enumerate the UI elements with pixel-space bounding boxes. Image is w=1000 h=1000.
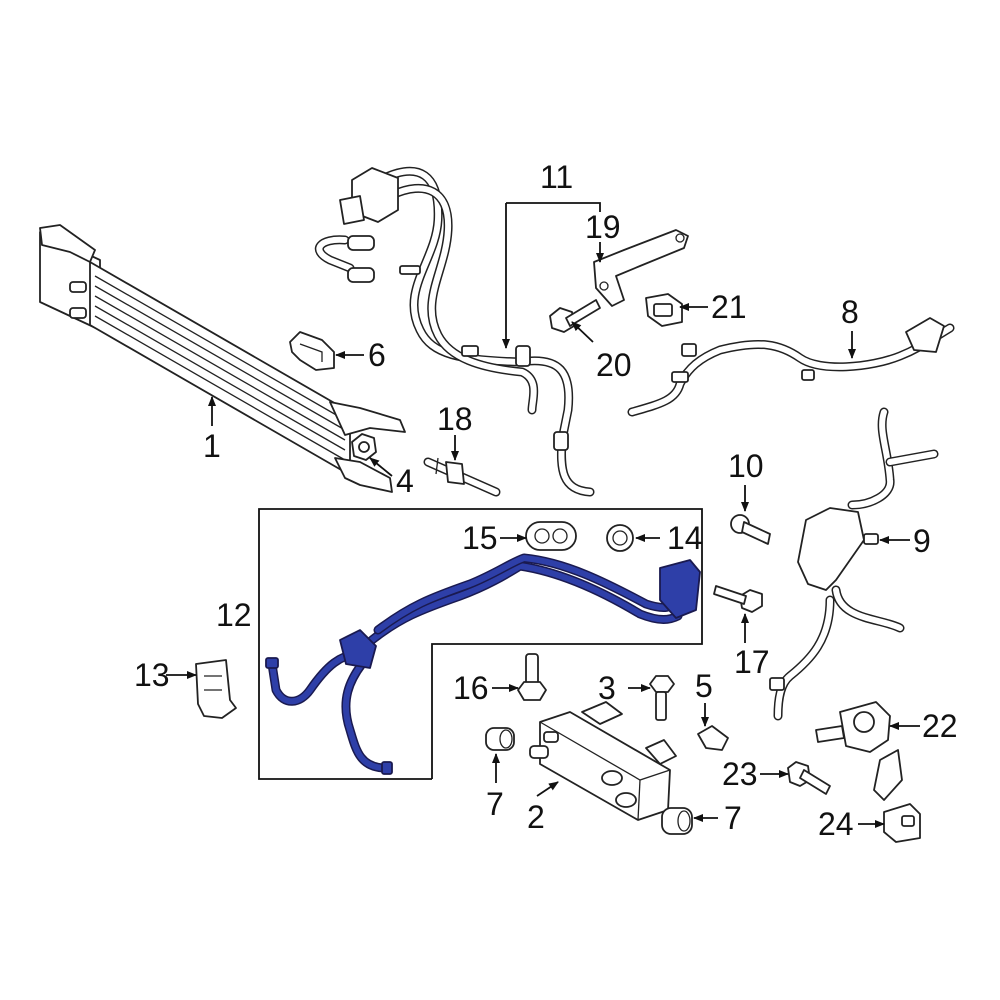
callout-17: 17: [734, 644, 770, 680]
callout-22: 22: [922, 708, 958, 744]
part-15-grommet[interactable]: [525, 521, 577, 551]
callout-10: 10: [728, 448, 764, 484]
part-6-clip[interactable]: [289, 331, 335, 371]
callout-18: 18: [437, 401, 473, 437]
callout-8: 8: [841, 294, 859, 330]
part-16-stud[interactable]: [517, 653, 547, 701]
callout-23: 23: [722, 756, 758, 792]
callout-6: 6: [368, 337, 386, 373]
leader-lines: [166, 202, 920, 828]
callout-19: 19: [585, 209, 621, 245]
callout-7a: 7: [486, 786, 504, 822]
callout-3: 3: [598, 670, 616, 706]
callout-5: 5: [695, 668, 713, 704]
part-19-bracket[interactable]: [593, 229, 689, 307]
part-24-clip[interactable]: [883, 803, 921, 843]
callout-13: 13: [134, 657, 170, 693]
part-3-bolt[interactable]: [649, 675, 675, 721]
callout-2: 2: [527, 799, 545, 835]
callout-21: 21: [711, 289, 747, 325]
callout-7b: 7: [724, 800, 742, 836]
callout-15: 15: [462, 520, 498, 556]
part-21-retainer[interactable]: [645, 293, 683, 327]
part-23-bolt[interactable]: [787, 761, 831, 795]
callout-9: 9: [913, 523, 931, 559]
callout-14: 14: [667, 520, 703, 556]
part-20-bolt[interactable]: [549, 299, 601, 333]
callout-4: 4: [396, 463, 414, 499]
part-13-bracket[interactable]: [195, 659, 237, 719]
callout-24: 24: [818, 806, 854, 842]
part-12-cooler-lines-highlight[interactable]: [258, 508, 703, 780]
part-5-clip[interactable]: [697, 725, 729, 751]
callout-labels: 1 2 3 4 5 6 7 7 8 9 10 11 12 13 14 15 16…: [134, 159, 958, 842]
part-10-bolt[interactable]: [730, 514, 771, 545]
part-14-o-ring[interactable]: [606, 524, 634, 552]
callout-16: 16: [453, 670, 489, 706]
part-8-hose[interactable]: [627, 317, 955, 417]
part-9-housing[interactable]: [769, 407, 939, 721]
callout-20: 20: [596, 347, 632, 383]
callout-11: 11: [540, 159, 573, 195]
part-22-thermostat[interactable]: [815, 701, 903, 801]
part-4-nut[interactable]: [351, 433, 377, 461]
part-7a-isolator[interactable]: [485, 727, 515, 751]
part-1-oil-cooler[interactable]: [39, 224, 406, 493]
part-17-bolt[interactable]: [713, 585, 763, 613]
part-18-connector[interactable]: [423, 457, 501, 497]
callout-12: 12: [216, 597, 252, 633]
callout-1: 1: [203, 428, 221, 464]
part-11-cooler-lines[interactable]: [314, 166, 595, 497]
part-2-oil-cooler[interactable]: [529, 701, 677, 821]
part-7b-isolator[interactable]: [661, 807, 693, 835]
